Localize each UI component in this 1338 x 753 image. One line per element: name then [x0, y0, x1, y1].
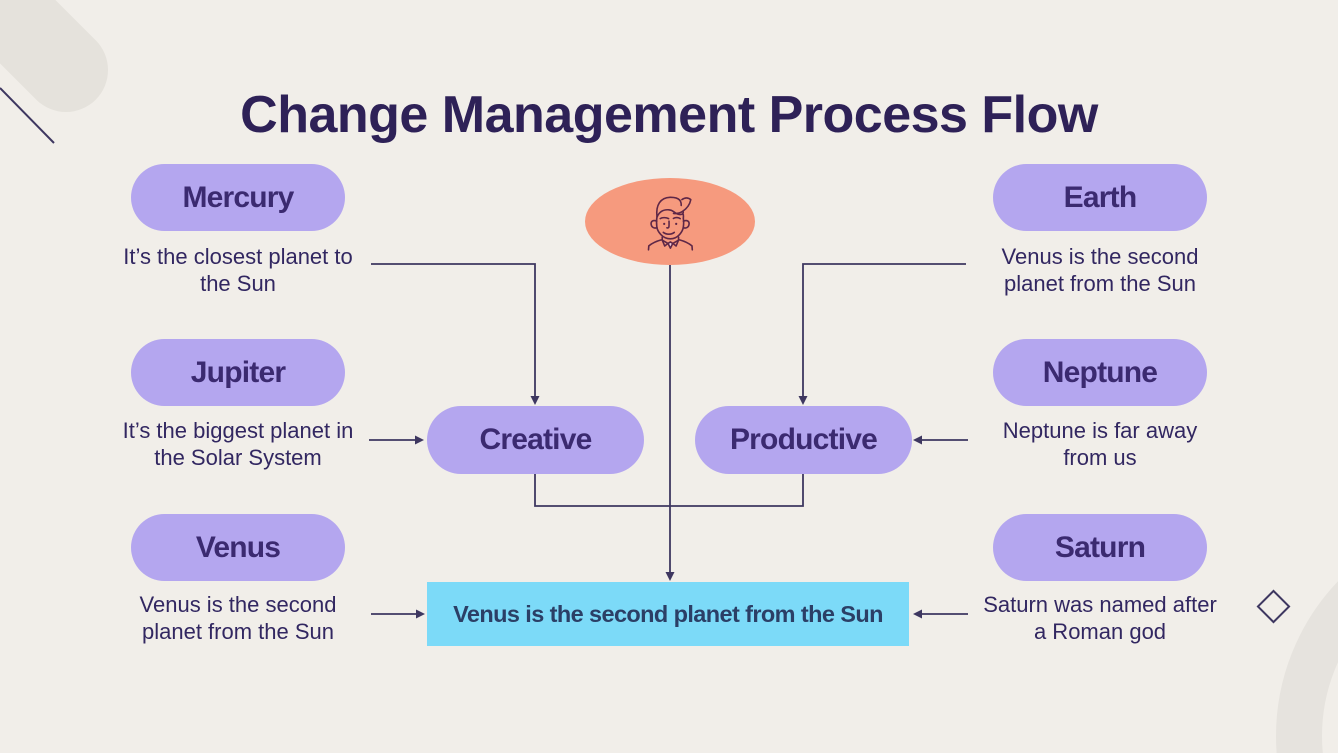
pill-earth-label: Earth [1063, 180, 1137, 214]
connector-junction [534, 474, 804, 507]
decoration-ring [1276, 581, 1338, 753]
arrowhead-down-creative [530, 396, 540, 405]
connector-lines [369, 263, 968, 615]
pill-productive-label: Productive [729, 423, 878, 456]
desc-mercury: It’s the closest planet to the Sun [123, 244, 353, 296]
desc-saturn: Saturn was named after a Roman god [983, 592, 1217, 644]
pill-mercury: Mercury [131, 164, 345, 231]
connector-earth-productive [802, 263, 966, 400]
desc-neptune: Neptune is far away from us [1002, 418, 1198, 470]
pill-saturn-label: Saturn [1054, 530, 1146, 564]
pill-productive: Productive [695, 406, 912, 474]
desc-jupiter: It’s the biggest planet in the Solar Sys… [122, 418, 354, 470]
arrowhead-right-result [416, 609, 425, 619]
slide-title: Change Management Process Flow [240, 86, 1098, 144]
arrowhead-right-creative [415, 435, 424, 445]
center-ellipse [585, 178, 755, 265]
desc-earth: Venus is the second planet from the Sun [1001, 244, 1199, 296]
pill-jupiter: Jupiter [131, 339, 345, 406]
arrowhead-down-productive [798, 396, 808, 405]
arrowheads [415, 396, 922, 619]
decoration-diamond [1256, 589, 1291, 624]
pill-venus-label: Venus [195, 530, 281, 564]
decoration-diagonal-line [0, 87, 55, 144]
left-eye [663, 222, 666, 225]
pill-creative: Creative [427, 406, 644, 474]
pill-saturn: Saturn [993, 514, 1207, 581]
person-icon [647, 195, 694, 251]
pill-neptune-label: Neptune [1042, 355, 1158, 389]
pill-neptune: Neptune [993, 339, 1207, 406]
pill-jupiter-label: Jupiter [190, 355, 286, 389]
arrowhead-left-result [913, 609, 922, 619]
desc-venus: Venus is the second planet from the Sun [139, 592, 337, 644]
pill-venus: Venus [131, 514, 345, 581]
decoration-capsule [0, 0, 109, 113]
right-eye [675, 222, 678, 225]
result-box: Venus is the second planet from the Sun [427, 582, 909, 646]
pill-mercury-label: Mercury [182, 180, 294, 214]
pill-earth: Earth [993, 164, 1207, 231]
pill-creative-label: Creative [479, 423, 592, 456]
connector-mercury-creative [371, 263, 536, 400]
arrowhead-left-productive [913, 435, 922, 445]
result-text: Venus is the second planet from the Sun [453, 600, 883, 627]
arrowhead-down-result [665, 572, 675, 581]
